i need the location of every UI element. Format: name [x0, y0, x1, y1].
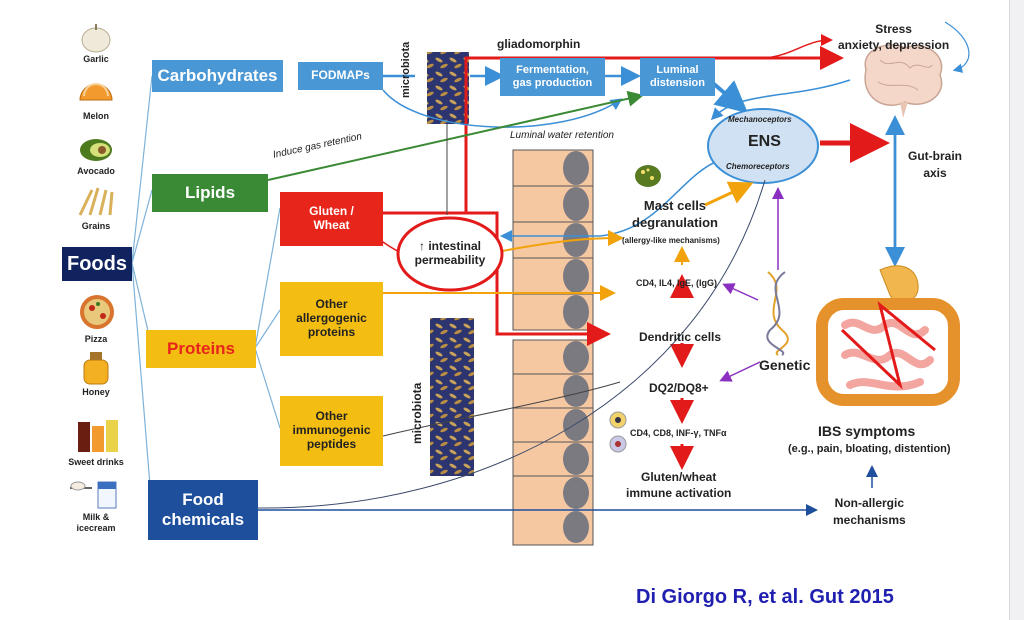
ens-ellipse — [707, 108, 819, 184]
ibs-examples-label: (e.g., pain, bloating, distention) — [788, 443, 951, 455]
chemoreceptors-label: Chemoreceptors — [726, 162, 790, 171]
honey-icon — [83, 352, 109, 385]
microbiota-label-bottom: microbiota — [410, 382, 424, 444]
melon-icon — [79, 83, 113, 101]
food-label-garlic: Garlic — [83, 54, 109, 64]
dendritic-cells-label: Dendritic cells — [639, 330, 722, 344]
mast-cells-label: Mast cells degranulation — [632, 198, 718, 230]
food-label-sweet-drinks: Sweet drinks — [68, 457, 124, 467]
gut-brain-axis-label: Gut-brain axis — [908, 149, 962, 180]
chemical-pathways — [258, 465, 878, 516]
epithelium-upper — [512, 149, 594, 331]
food-label-pizza: Pizza — [84, 334, 108, 344]
lipids-box: Lipids — [152, 174, 268, 212]
gliadomorphin-label: gliadomorphin — [497, 37, 581, 51]
citation: Di Giorgo R, et al. Gut 2015 — [636, 586, 894, 608]
microbiota-label-top: microbiota — [400, 41, 412, 98]
microbiota-image-top — [427, 52, 469, 124]
garlic-icon — [81, 24, 111, 53]
food-chemicals-box: Food chemicals — [148, 480, 258, 540]
grains-icon — [78, 187, 114, 216]
mast-cell-icon — [635, 165, 661, 187]
foods-tree — [131, 75, 281, 511]
stress-label: Stress anxiety, depression — [838, 22, 950, 52]
food-label-honey: Honey — [82, 387, 110, 397]
intestinal-permeability-label: ↑ intestinal permeability — [414, 239, 486, 267]
luminal-water-retention-label: Luminal water retention — [510, 130, 614, 141]
proteins-box: Proteins — [146, 330, 256, 368]
epithelium-lower — [512, 339, 594, 546]
cytokines-label-1: CD4, IL4, IgE, (IgG) — [636, 278, 718, 288]
milk-icecream-icon — [70, 481, 117, 509]
ibs-symptoms-label: IBS symptoms — [818, 423, 916, 439]
allergy-like-label: (allergy-like mechanisms) — [622, 236, 720, 245]
lipid-pathway — [267, 90, 644, 181]
dq-label: DQ2/DQ8+ — [649, 381, 709, 395]
genetic-label: Genetic — [759, 357, 811, 373]
sweet-drinks-icon — [78, 420, 118, 452]
non-allergic-label: Non-allergic mechanisms — [833, 496, 906, 527]
cytokines-label-2: CD4, CD8, INF-γ, TNFα — [630, 428, 727, 438]
fermentation-box: Fermentation, gas production — [500, 58, 605, 96]
avocado-icon — [80, 139, 112, 161]
food-label-grains: Grains — [81, 221, 111, 231]
brain-icon — [864, 44, 943, 118]
foods-title: Foods — [62, 247, 132, 281]
food-label-avocado: Avocado — [77, 166, 115, 176]
mechanoceptors-label: Mechanoceptors — [728, 115, 792, 124]
intestine-icon — [816, 265, 960, 406]
window-edge — [1009, 0, 1024, 620]
thin-pathways — [257, 124, 766, 509]
permeability-ellipse — [396, 216, 504, 292]
allergy-pathways — [383, 181, 754, 301]
food-label-melon: Melon — [83, 111, 109, 121]
genetic-pathways — [719, 187, 784, 382]
other-immunogenic-box: Other immunogenic peptides — [280, 396, 383, 466]
food-label-milk: Milk & icecream — [76, 512, 116, 533]
ens-label: ENS — [748, 133, 781, 150]
pizza-icon — [80, 295, 114, 329]
carbohydrates-box: Carbohydrates — [152, 60, 283, 92]
gluten-immune-label: Gluten/wheat immune activation — [626, 470, 732, 500]
dna-icon — [766, 271, 789, 356]
other-allergogenic-box: Other allergogenic proteins — [280, 282, 383, 356]
microbiota-image-bottom — [430, 318, 474, 476]
fodmaps-box: FODMAPs — [298, 62, 383, 90]
luminal-distension-box: Luminal distension — [640, 58, 715, 96]
gluten-wheat-box: Gluten / Wheat — [280, 192, 383, 246]
